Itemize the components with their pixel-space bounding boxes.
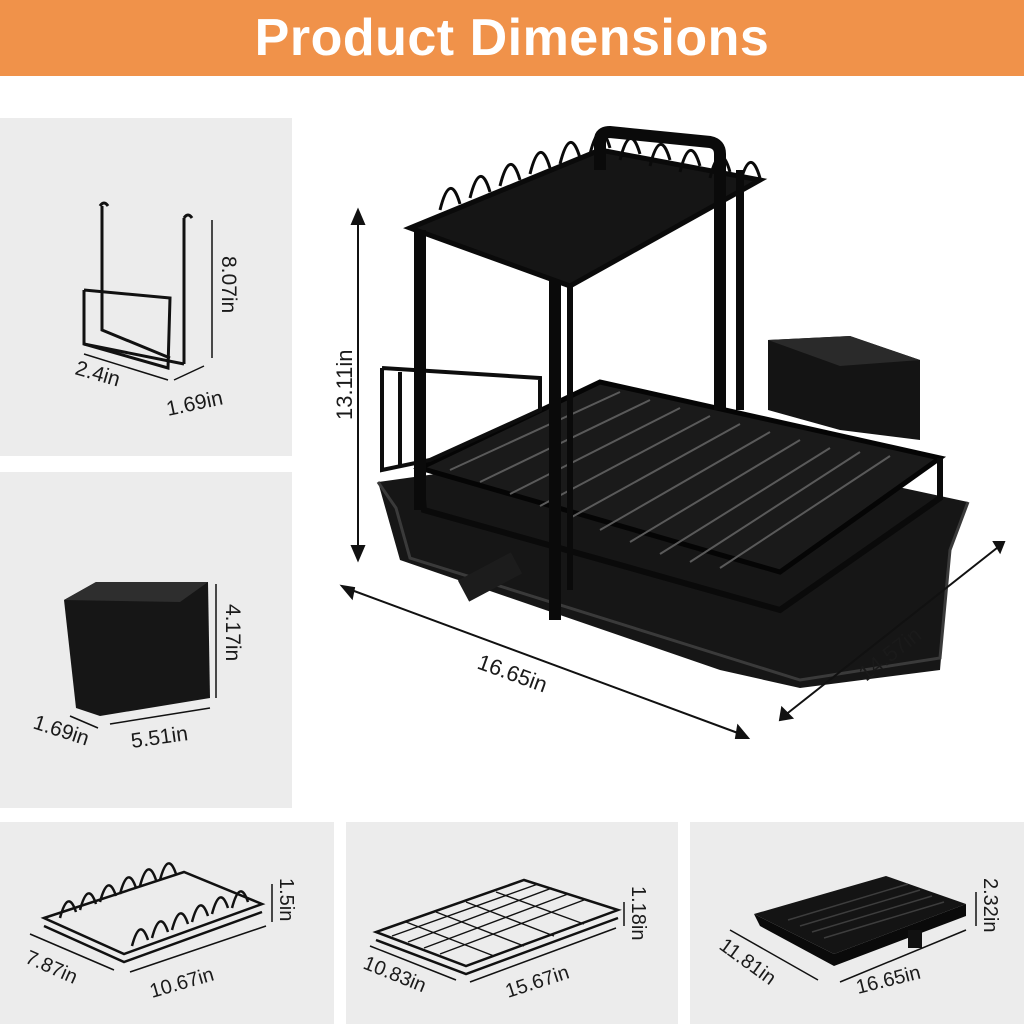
hook-depth-label: 1.69in (164, 386, 225, 420)
tray-width-label: 16.65in (854, 962, 923, 999)
cup-depth-label: 1.69in (30, 711, 92, 751)
basket-dimension-lines (369, 902, 625, 983)
main-upper-rack (403, 125, 768, 620)
hook-panel: 8.07in 2.4in 1.69in (0, 118, 292, 456)
plate-rack-figure: 1.5in 7.87in 10.67in (22, 862, 297, 1003)
page-title: Product Dimensions (254, 9, 770, 67)
basket-wire (372, 878, 622, 976)
cup-body (64, 582, 210, 716)
plate-rack-wire (40, 862, 266, 964)
tray-panel: 2.32in 11.81in 16.65in (690, 822, 1024, 1024)
main-width-label: 16.65in (474, 649, 550, 697)
cup-dimension-lines (69, 584, 217, 729)
main-height-label: 13.11in (332, 349, 357, 420)
hook-width-label: 2.4in (73, 357, 123, 392)
main-dish-rack-figure: 13.11in 16.65in 14.57in (332, 125, 1006, 739)
tray-body (754, 876, 966, 966)
plate-rack-dimension-lines (29, 884, 273, 973)
hook-wire (82, 201, 194, 370)
plate-rack-width-label: 10.67in (147, 964, 216, 1003)
basket-width-label: 15.67in (503, 962, 572, 1003)
tray-height-label: 2.32in (979, 878, 1001, 933)
plate-rack-height-label: 1.5in (275, 878, 297, 921)
tray-depth-label: 11.81in (715, 934, 780, 989)
hook-figure: 8.07in 2.4in 1.69in (73, 201, 240, 421)
main-dimension-lines (339, 207, 1006, 739)
basket-depth-label: 10.83in (360, 952, 429, 997)
plate-rack-depth-label: 7.87in (22, 946, 81, 988)
tray-figure: 2.32in 11.81in 16.65in (715, 876, 1001, 999)
header-banner: Product Dimensions (0, 0, 1024, 76)
cup-width-label: 5.51in (129, 722, 189, 753)
hook-dimension-lines (83, 220, 213, 381)
basket-panel: 1.18in 10.83in 15.67in (346, 822, 678, 1024)
tray-dimension-lines (729, 892, 977, 983)
cup-panel: 4.17in 1.69in 5.51in (0, 472, 292, 808)
cup-height-label: 4.17in (221, 604, 244, 661)
hook-height-label: 8.07in (217, 256, 240, 313)
basket-height-label: 1.18in (627, 886, 649, 941)
main-utensil-cup (768, 336, 920, 440)
basket-figure: 1.18in 10.83in 15.67in (360, 878, 649, 1003)
main-board-holder (380, 366, 542, 473)
cup-figure: 4.17in 1.69in 5.51in (30, 582, 244, 753)
plate-rack-panel: 1.5in 7.87in 10.67in (0, 822, 334, 1024)
